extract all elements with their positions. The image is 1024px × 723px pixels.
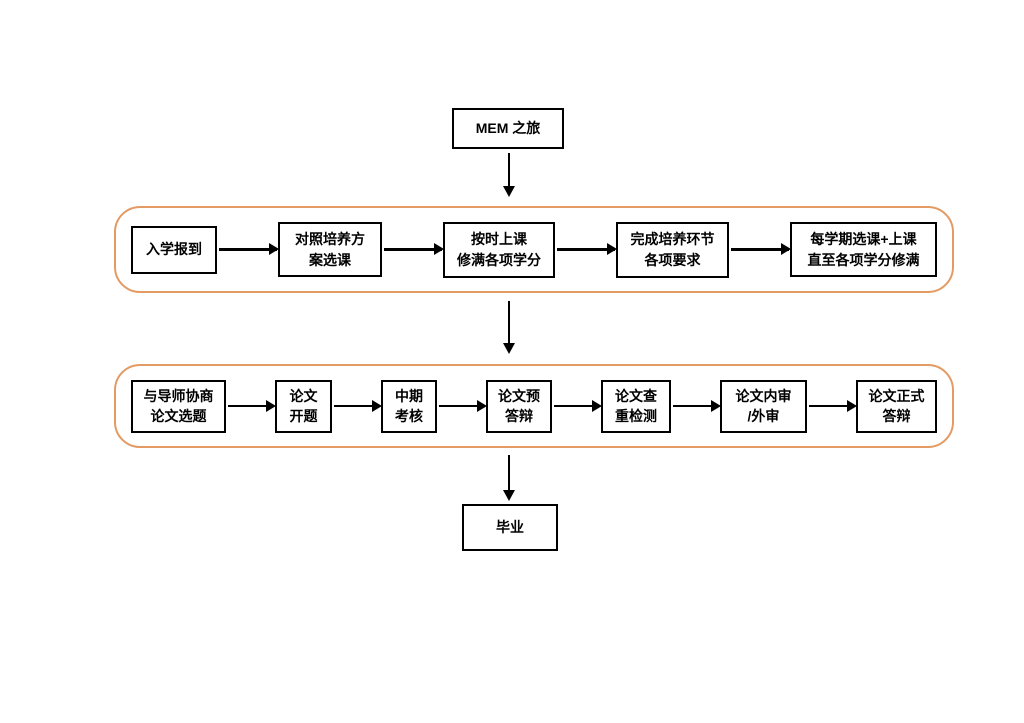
step-midterm-assessment: 中期 考核	[381, 379, 437, 433]
stage2-container: 与导师协商 论文选题 论文 开题 中期 考核 论文预 答辩 论文查 重检测 论文…	[114, 364, 954, 448]
step-thesis-proposal: 论文 开题	[275, 379, 332, 433]
step-course-selection: 对照培养方 案选课	[278, 222, 382, 277]
flow-end-node: 毕业	[462, 504, 558, 551]
step-internal-external-review: 论文内审 /外审	[720, 379, 807, 433]
arrow-right-icon	[228, 399, 276, 413]
flow-start-node: MEM 之旅	[452, 108, 564, 149]
arrow-right-icon	[809, 399, 857, 413]
step-training-requirements: 完成培养环节 各项要求	[616, 221, 729, 278]
arrow-right-icon	[439, 399, 487, 413]
arrow-right-icon	[384, 242, 444, 257]
arrow-down-icon	[502, 153, 516, 197]
step-semester-courses: 每学期选课+上课 直至各项学分修满	[790, 222, 937, 277]
arrow-right-icon	[554, 399, 602, 413]
arrow-right-icon	[334, 399, 382, 413]
step-final-defense: 论文正式 答辩	[856, 379, 937, 433]
arrow-right-icon	[219, 242, 279, 257]
step-attend-classes: 按时上课 修满各项学分	[443, 221, 555, 278]
arrow-right-icon	[557, 242, 617, 257]
step-pre-defense: 论文预 答辩	[486, 379, 552, 433]
arrow-down-icon	[502, 455, 516, 501]
step-topic-selection: 与导师协商 论文选题	[131, 379, 226, 433]
arrow-down-icon	[502, 301, 516, 354]
arrow-right-icon	[731, 242, 791, 257]
step-registration: 入学报到	[131, 225, 217, 274]
stage1-container: 入学报到 对照培养方 案选课 按时上课 修满各项学分 完成培养环节 各项要求 每…	[114, 206, 954, 293]
arrow-right-icon	[673, 399, 721, 413]
step-plagiarism-check: 论文查 重检测	[601, 379, 671, 433]
